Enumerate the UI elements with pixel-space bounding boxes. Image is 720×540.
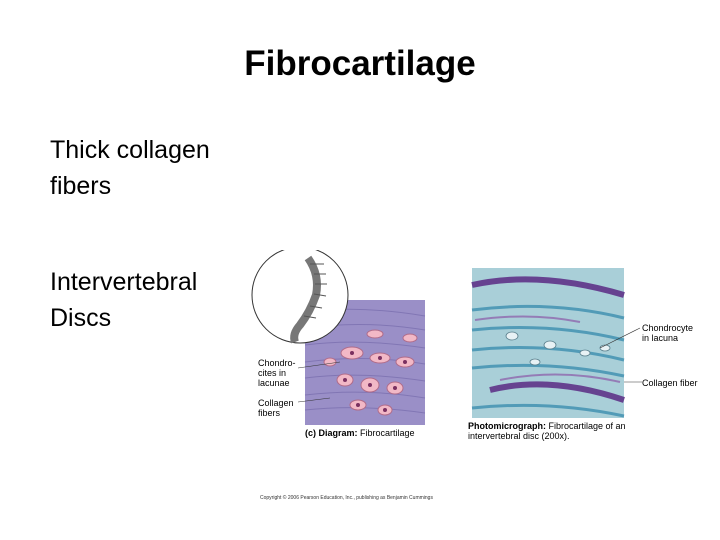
- bullet-list: Thick collagen fibers Intervertebral Dis…: [50, 132, 250, 396]
- collagen-fiber-label: Collagen fiber: [642, 378, 698, 388]
- diagram-caption: (c) Diagram: Fibrocartilage: [305, 428, 415, 438]
- bullet-line: Intervertebral: [50, 268, 198, 296]
- bullet-line: Thick collagen: [50, 136, 210, 164]
- slide-title: Fibrocartilage: [244, 44, 476, 83]
- bullet-collagen: Thick collagen fibers: [50, 132, 250, 204]
- label-line: Chondro-: [258, 358, 296, 368]
- label-line: fibers: [258, 408, 281, 418]
- fibrocartilage-figure: Chondro- cites in lacunae Collagen fiber…: [250, 250, 720, 510]
- caption-text: Fibrocartilage: [360, 428, 415, 438]
- label-line: cites in: [258, 368, 287, 378]
- photo-caption: Photomicrograph: Fibrocartilage of an in…: [468, 421, 678, 441]
- label-line: Chondrocyte: [642, 323, 694, 333]
- chondrocytes-label: Chondro- cites in lacunae: [258, 358, 296, 388]
- bullet-line: fibers: [50, 172, 112, 200]
- caption-prefix: Photomicrograph:: [468, 421, 546, 431]
- label-line: in lacuna: [642, 333, 679, 343]
- caption-prefix: (c) Diagram:: [305, 428, 358, 438]
- bullet-line: Discs: [50, 304, 112, 332]
- fibrocartilage-diagram: [251, 250, 642, 425]
- label-line: Collagen: [258, 398, 294, 408]
- label-line: lacunae: [258, 378, 290, 388]
- chondrocyte-lacuna-label: Chondrocyte in lacuna: [642, 323, 693, 343]
- caption-text: Fibrocartilage of an: [548, 421, 626, 431]
- collagen-fibers-label: Collagen fibers: [258, 398, 294, 418]
- bullet-discs: Intervertebral Discs: [50, 264, 250, 336]
- copyright-notice: Copyright © 2006 Pearson Education, Inc.…: [260, 495, 433, 501]
- caption-text: intervertebral disc (200x).: [468, 431, 570, 441]
